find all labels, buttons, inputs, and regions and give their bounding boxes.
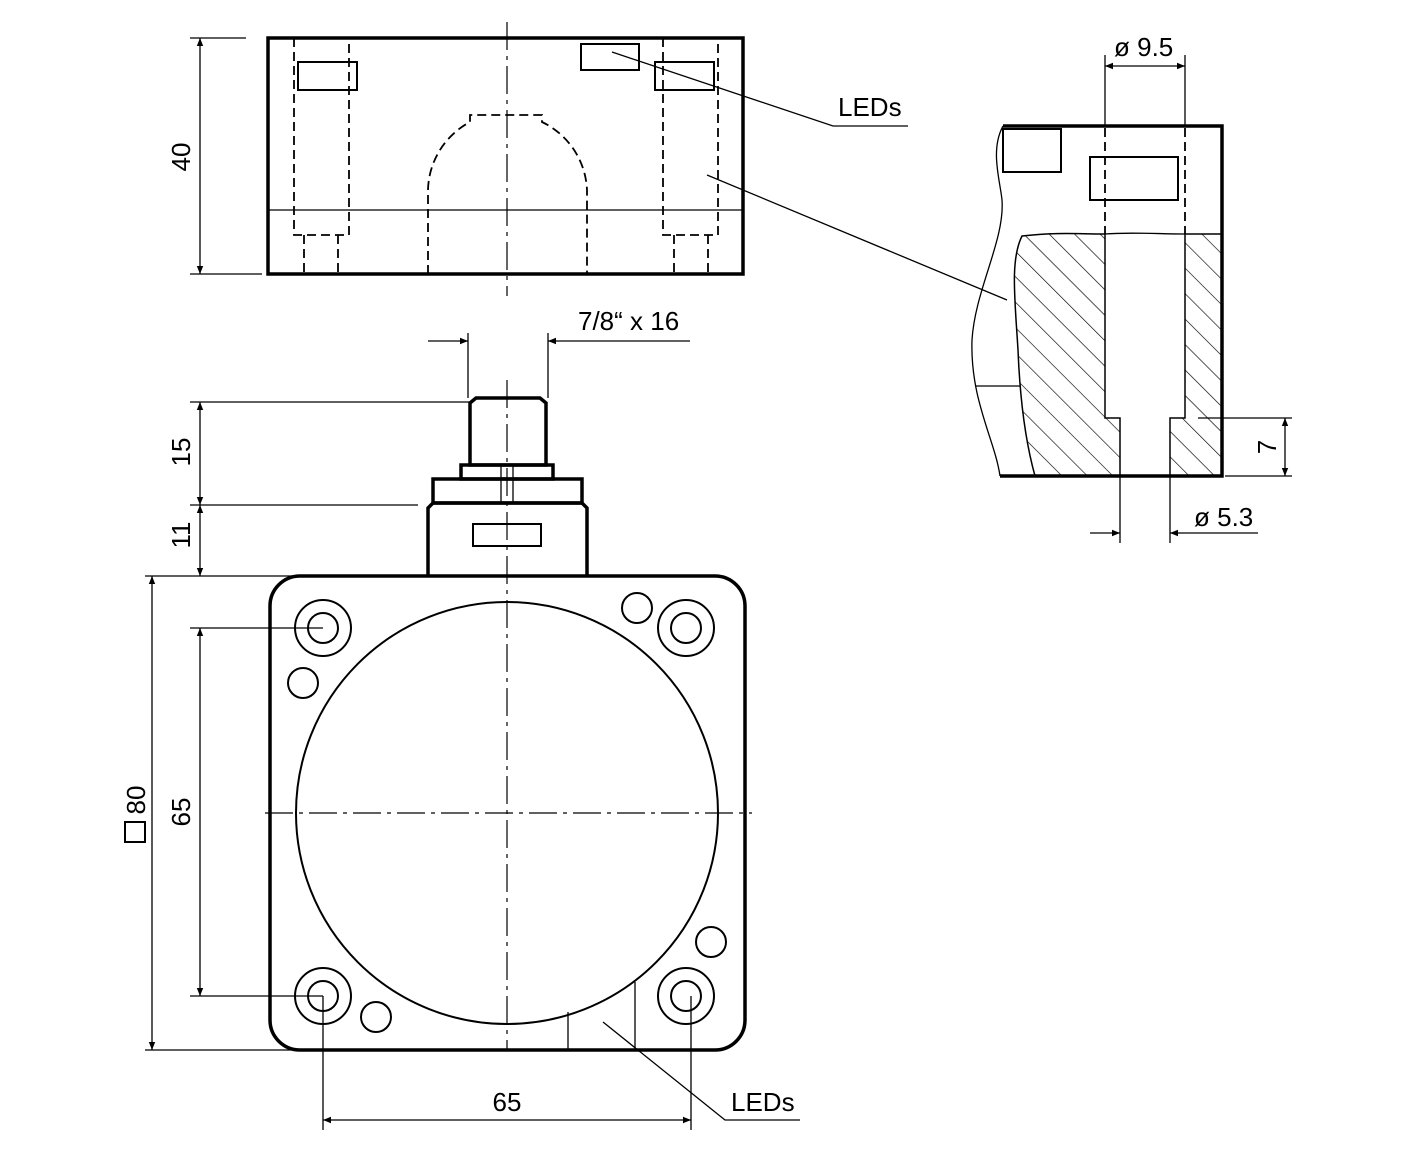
front-view: LEDs 7/8“ x 16 15 11 80 65 65 (121, 306, 800, 1130)
led-detail (1089, 156, 1179, 201)
dim-11: 11 (166, 522, 196, 549)
dim-65-vertical: 65 (166, 798, 196, 827)
dim-thread: 7/8“ x 16 (578, 306, 679, 336)
dim-diam-9-5: ø 9.5 (1114, 32, 1173, 62)
dim-40: 40 (166, 143, 196, 172)
leds-label-bottom: LEDs (731, 1087, 795, 1117)
connector-plug (468, 396, 548, 467)
section-detail: ø 9.5 7 ø 5.3 (971, 32, 1292, 543)
dim-15: 15 (166, 438, 196, 467)
dim-80: 80 (121, 786, 151, 815)
led-center (580, 43, 640, 71)
dim-65-horizontal: 65 (493, 1087, 522, 1117)
dim-7: 7 (1252, 440, 1282, 454)
led-right (654, 61, 715, 91)
dim-diam-5-3: ø 5.3 (1194, 502, 1253, 532)
top-view: LEDs 40 (166, 22, 1008, 301)
led-left (297, 61, 358, 91)
leds-label-top: LEDs (838, 92, 902, 122)
square-symbol (124, 821, 146, 843)
